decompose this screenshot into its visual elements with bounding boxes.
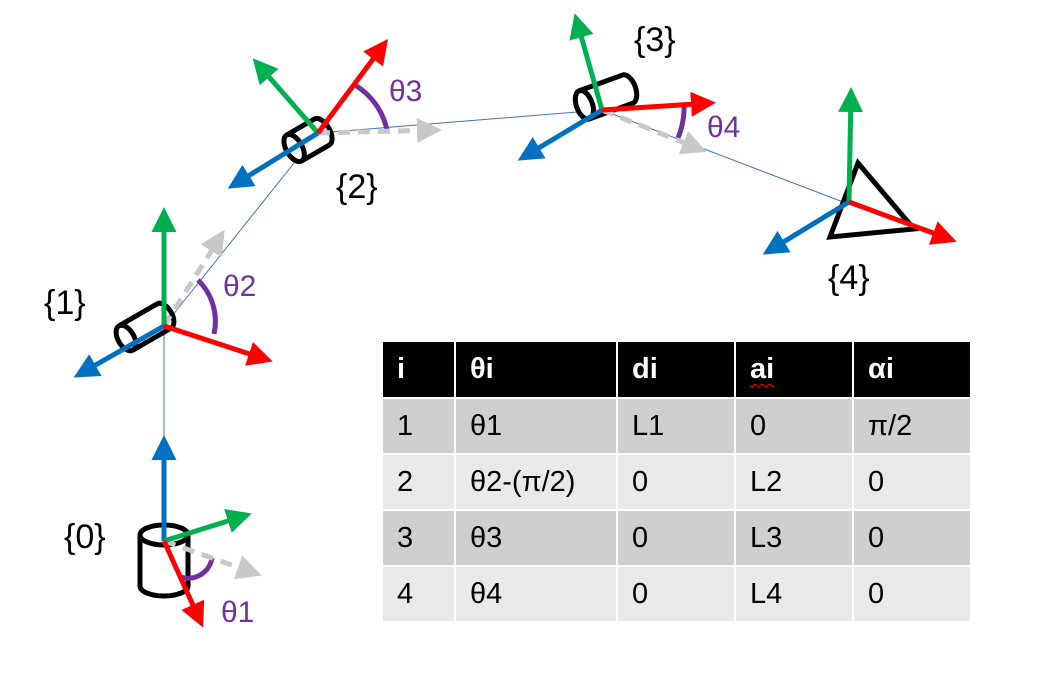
dh-parameter-table: i θi di ai αi 1 θ1 L1 0 π/2 2 θ2-(π/2) 0…	[383, 342, 972, 623]
cell-i: 2	[383, 454, 456, 511]
frame-3	[517, 13, 716, 161]
z-axis-arrow	[227, 130, 320, 189]
header-theta: θi	[455, 342, 618, 399]
cell-alpha: 0	[853, 510, 972, 567]
cell-theta: θ4	[455, 566, 618, 623]
z-axis-arrow	[762, 199, 851, 255]
cell-a: 0	[735, 398, 854, 455]
theta2-arc	[196, 278, 218, 335]
theta2-label: θ2	[223, 270, 256, 303]
cell-alpha: 0	[853, 454, 972, 511]
y-axis-arrow	[569, 13, 605, 111]
cell-alpha: π/2	[853, 398, 972, 455]
frame-4-label: {4}	[828, 259, 870, 297]
cell-i: 1	[383, 398, 456, 455]
x-axis-projection-arrow	[163, 538, 262, 580]
frame-3-label: {3}	[634, 21, 676, 59]
y-axis-arrow	[838, 87, 864, 203]
theta4-arc	[675, 102, 687, 139]
frame-0	[137, 435, 262, 628]
theta1-arc	[180, 557, 215, 581]
triangle-end-effector-icon	[826, 158, 920, 240]
cell-a: L4	[735, 566, 854, 623]
table-row: 4 θ4 0 L4 0	[383, 566, 972, 623]
y-axis-arrow	[252, 58, 320, 135]
cell-a: L2	[735, 454, 854, 511]
frame-0-label: {0}	[64, 518, 106, 556]
cell-theta: θ1	[455, 398, 618, 455]
table-header-row: i θi di ai αi	[383, 342, 972, 399]
header-a: ai	[735, 342, 854, 399]
x-axis-arrow	[163, 323, 273, 366]
frame-2	[227, 38, 442, 189]
cell-d: L1	[617, 398, 736, 455]
frame-1	[73, 207, 273, 378]
y-axis-arrow	[163, 509, 252, 544]
header-alpha: αi	[853, 342, 972, 399]
frame-2-label: {2}	[336, 168, 378, 206]
cell-alpha: 0	[853, 566, 972, 623]
theta3-arc	[353, 82, 390, 131]
theta1-label: θ1	[221, 596, 254, 629]
header-a-text: ai	[750, 353, 775, 385]
frame-1-label: {1}	[44, 284, 86, 322]
x-axis-arrow	[315, 38, 388, 135]
frame-4	[762, 87, 957, 255]
table-row: 2 θ2-(π/2) 0 L2 0	[383, 454, 972, 511]
cell-a: L3	[735, 510, 854, 567]
table-row: 1 θ1 L1 0 π/2	[383, 398, 972, 455]
cell-theta: θ3	[455, 510, 618, 567]
cell-i: 4	[383, 566, 456, 623]
header-i: i	[383, 342, 456, 399]
table-row: 3 θ3 0 L3 0	[383, 510, 972, 567]
link-1-2	[163, 132, 319, 327]
x-axis-projection-arrow	[161, 229, 225, 328]
cell-d: 0	[617, 454, 736, 511]
header-d: di	[617, 342, 736, 399]
x-axis-arrow	[601, 91, 716, 117]
z-axis-arrow	[73, 323, 166, 378]
cell-d: 0	[617, 510, 736, 567]
link-2-3	[317, 109, 603, 134]
cell-theta: θ2-(π/2)	[455, 454, 618, 511]
x-axis-arrow	[848, 199, 957, 245]
cell-i: 3	[383, 510, 456, 567]
theta3-label: θ3	[389, 75, 422, 108]
theta4-label: θ4	[707, 111, 740, 144]
x-axis-projection-arrow	[601, 107, 707, 155]
x-axis-arrow	[161, 539, 205, 628]
cell-d: 0	[617, 566, 736, 623]
z-axis-arrow	[517, 107, 604, 161]
